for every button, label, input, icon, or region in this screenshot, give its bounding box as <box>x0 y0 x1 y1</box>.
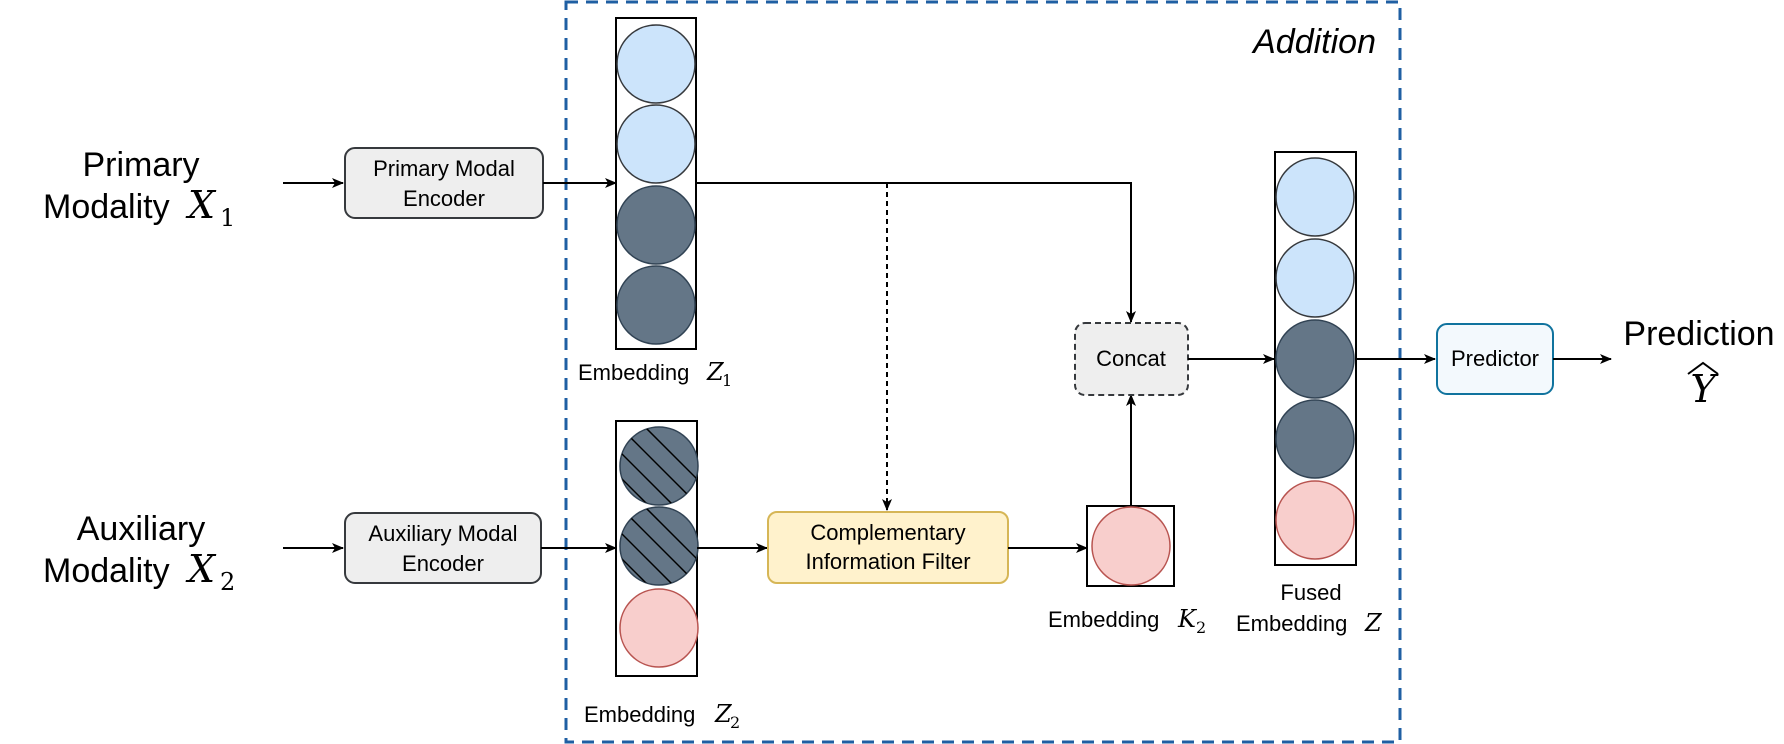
svg-text:Z: Z <box>1364 609 1383 637</box>
svg-text:Encoder: Encoder <box>403 186 485 211</box>
addition-region-border <box>564 0 1402 744</box>
svg-text:Complementary: Complementary <box>810 520 965 545</box>
prediction-label: Prediction <box>1623 315 1774 353</box>
svg-text:Y: Y <box>1690 367 1719 411</box>
embedding-z1-vector <box>615 17 697 350</box>
pink-circle-icon <box>619 588 699 668</box>
svg-text:Z: Z <box>714 700 733 728</box>
svg-text:X: X <box>185 547 217 591</box>
dark-slate-circle-icon <box>1275 399 1355 479</box>
svg-text:Modality: Modality <box>43 188 170 226</box>
concat-node: Concat <box>1074 322 1189 396</box>
svg-text:Encoder: Encoder <box>402 551 484 576</box>
pink-circle-icon <box>1275 480 1355 560</box>
light-blue-circle-icon <box>616 24 696 104</box>
complementary-information-filter: Complementary Information Filter <box>767 511 1009 584</box>
svg-text:2: 2 <box>220 568 235 596</box>
light-blue-circle-icon <box>616 104 696 184</box>
svg-text:1: 1 <box>722 371 732 390</box>
embedding-z2-label: Embedding Z 2 <box>584 700 740 732</box>
svg-text:Fused: Fused <box>1280 580 1341 605</box>
svg-text:Embedding: Embedding <box>584 702 695 727</box>
arrow-z1-to-concat <box>697 182 1136 323</box>
embedding-z2-vector <box>615 420 699 677</box>
primary-modality-variable: Modality X 1 <box>43 183 235 232</box>
fused-embedding-vector <box>1274 151 1357 566</box>
dark-slate-circle-icon <box>616 185 696 265</box>
svg-text:K: K <box>1177 605 1198 633</box>
svg-text:2: 2 <box>1196 618 1206 637</box>
svg-text:Embedding: Embedding <box>1236 611 1347 636</box>
embedding-k2-label: Embedding K 2 <box>1048 605 1206 637</box>
svg-text:Predictor: Predictor <box>1451 346 1539 371</box>
prediction-variable: Y <box>1687 361 1719 411</box>
auxiliary-modal-encoder: Auxiliary Modal Encoder <box>344 512 542 584</box>
primary-modal-encoder: Primary Modal Encoder <box>344 147 544 219</box>
light-blue-circle-icon <box>1275 238 1355 318</box>
auxiliary-modality-variable: Modality X 2 <box>43 547 235 596</box>
svg-text:Z: Z <box>706 358 725 386</box>
addition-label: Addition <box>1251 23 1376 61</box>
embedding-k2-vector <box>1086 505 1175 587</box>
svg-text:X: X <box>185 183 217 227</box>
svg-text:Embedding: Embedding <box>578 360 689 385</box>
svg-text:Embedding: Embedding <box>1048 607 1159 632</box>
light-blue-circle-icon <box>1275 157 1355 237</box>
pink-circle-icon <box>1091 506 1171 586</box>
svg-text:Information Filter: Information Filter <box>805 549 970 574</box>
embedding-z1-label: Embedding Z 1 <box>578 358 732 390</box>
svg-text:Modality: Modality <box>43 552 170 590</box>
svg-text:1: 1 <box>220 204 235 232</box>
dark-slate-circle-icon <box>1275 319 1355 399</box>
dark-slate-circle-icon <box>616 265 696 345</box>
fused-embedding-label: Fused Embedding Z <box>1236 580 1383 637</box>
svg-text:2: 2 <box>730 713 740 732</box>
auxiliary-modality-label: Auxiliary <box>77 510 205 548</box>
svg-text:Auxiliary Modal: Auxiliary Modal <box>368 521 517 546</box>
svg-text:Primary Modal: Primary Modal <box>373 156 515 181</box>
predictor-node: Predictor <box>1436 323 1554 395</box>
svg-text:Concat: Concat <box>1096 346 1166 371</box>
primary-modality-label: Primary <box>82 146 199 184</box>
